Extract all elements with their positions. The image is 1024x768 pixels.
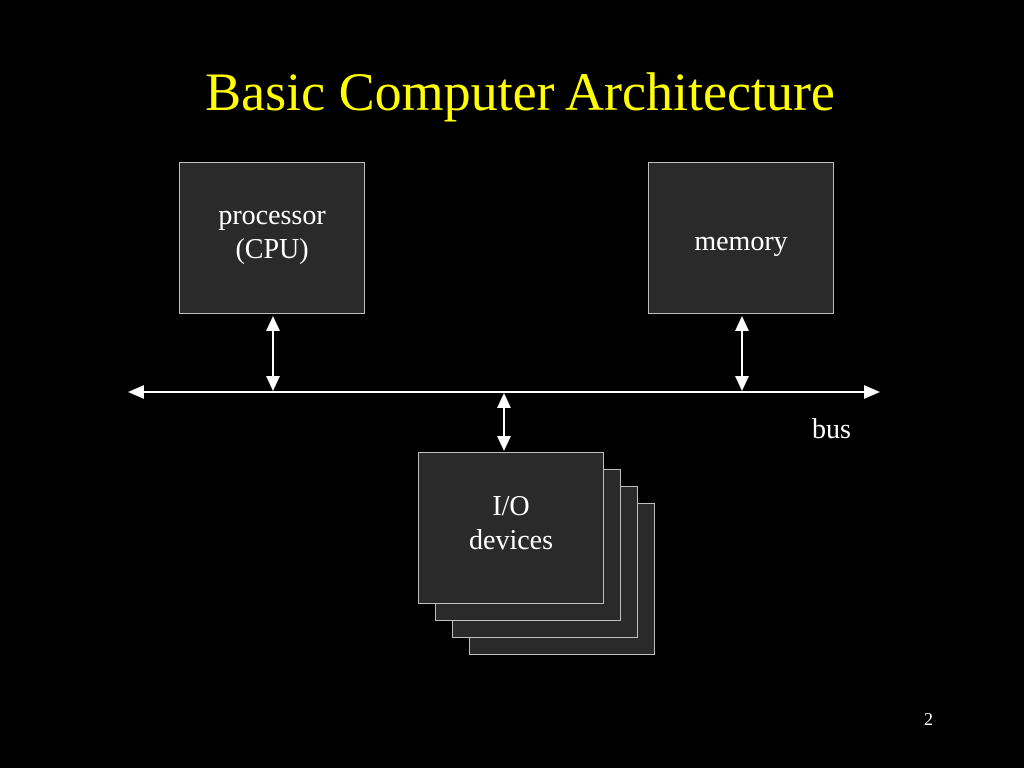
memory-connector-arrowhead-down bbox=[735, 376, 749, 391]
processor-label-line1: processor bbox=[218, 200, 326, 231]
io-devices-label-line1: I/O bbox=[492, 491, 530, 522]
io-devices-box: I/O devices bbox=[418, 452, 604, 604]
io-devices-label-line2: devices bbox=[469, 525, 553, 556]
page-number: 2 bbox=[924, 709, 933, 729]
bus-arrowhead-right bbox=[864, 385, 880, 399]
io-devices-label: I/O devices bbox=[419, 490, 603, 558]
memory-box: memory bbox=[648, 162, 834, 314]
memory-label: memory bbox=[694, 226, 788, 257]
processor-label-line2: (CPU) bbox=[235, 234, 309, 265]
processor-box: processor (CPU) bbox=[179, 162, 365, 314]
memory-connector-arrowhead-up bbox=[735, 316, 749, 331]
bus-arrowhead-left bbox=[128, 385, 144, 399]
cpu-connector-arrowhead-up bbox=[266, 316, 280, 331]
io-connector-arrowhead-up bbox=[497, 393, 511, 408]
bus-label: bus bbox=[812, 414, 851, 445]
processor-label: processor (CPU) bbox=[180, 199, 364, 267]
slide-title: Basic Computer Architecture bbox=[205, 62, 835, 122]
cpu-connector-arrowhead-down bbox=[266, 376, 280, 391]
io-connector-arrowhead-down bbox=[497, 436, 511, 451]
